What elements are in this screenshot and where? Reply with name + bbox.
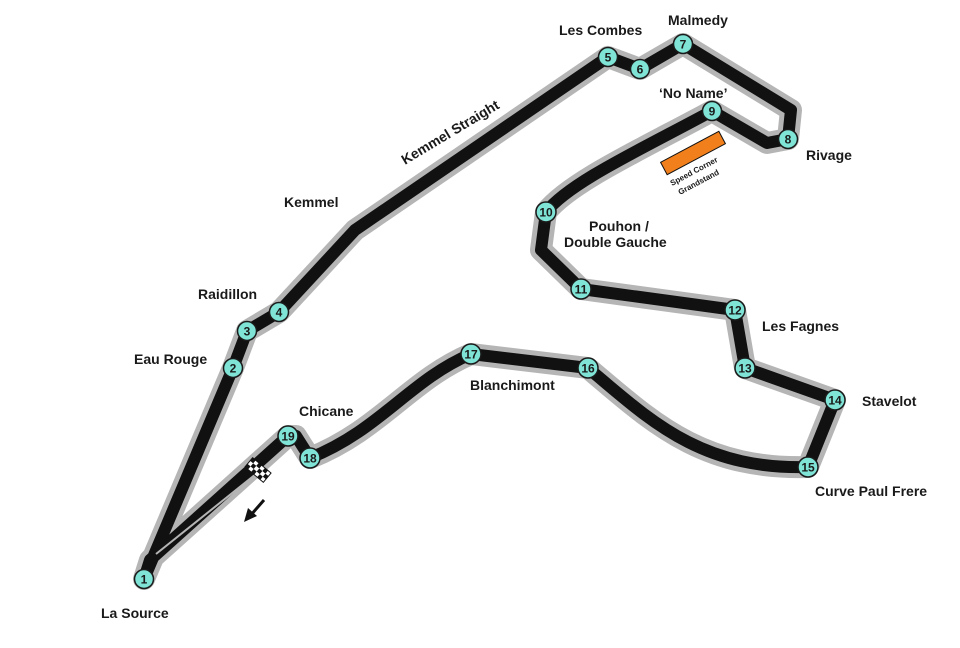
turn-marker: 4 (268, 301, 290, 323)
turn-number: 13 (738, 362, 752, 376)
turn-marker: 8 (777, 128, 799, 150)
turn-marker: 2 (222, 357, 244, 379)
label-malmedy: Malmedy (668, 12, 728, 28)
label-les-combes: Les Combes (559, 22, 642, 38)
turn-number: 3 (244, 325, 251, 339)
label-raidillon: Raidillon (198, 286, 257, 302)
turn-number: 15 (801, 461, 815, 475)
turn-marker: 5 (597, 46, 619, 68)
turn-marker: 11 (570, 278, 592, 300)
turn-marker: 19 (277, 425, 299, 447)
label-rivage: Rivage (806, 147, 852, 163)
turn-marker: 18 (299, 447, 321, 469)
label-pouhon-line2: Double Gauche (564, 234, 667, 250)
turn-marker: 13 (734, 357, 756, 379)
turn-marker: 10 (535, 201, 557, 223)
label-kemmel: Kemmel (284, 194, 338, 210)
turn-marker: 17 (460, 343, 482, 365)
turn-marker: 9 (701, 100, 723, 122)
direction-arrow-icon (244, 499, 266, 522)
label-les-fagnes: Les Fagnes (762, 318, 839, 334)
label-curve-paul-frere: Curve Paul Frere (815, 483, 927, 499)
turn-marker: 3 (236, 320, 258, 342)
turn-number: 9 (709, 105, 716, 119)
turn-number: 4 (276, 306, 283, 320)
turn-number: 6 (637, 63, 644, 77)
turn-marker: 14 (824, 389, 846, 411)
checkered-flag-icon (244, 456, 272, 484)
label-blanchimont: Blanchimont (470, 377, 555, 393)
label-stavelot: Stavelot (862, 393, 917, 409)
turn-number: 2 (230, 362, 237, 376)
turn-number: 17 (464, 348, 478, 362)
turn-number: 10 (539, 206, 553, 220)
turn-marker: 16 (577, 357, 599, 379)
pit-lane (155, 465, 267, 555)
turn-marker: 6 (629, 58, 651, 80)
turn-number: 16 (581, 362, 595, 376)
turn-number: 12 (728, 304, 742, 318)
label-la-source: La Source (101, 605, 169, 621)
label-eau-rouge: Eau Rouge (134, 351, 207, 367)
turn-number: 14 (828, 394, 842, 408)
turn-marker: 12 (724, 299, 746, 321)
turn-number: 18 (303, 452, 317, 466)
turn-number: 5 (605, 51, 612, 65)
turn-number: 1 (141, 573, 148, 587)
turn-number: 19 (281, 430, 295, 444)
turn-marker: 15 (797, 456, 819, 478)
label-chicane: Chicane (299, 403, 354, 419)
label-no-name: ‘No Name’ (659, 85, 727, 101)
label-pouhon-line1: Pouhon / (589, 218, 649, 234)
turn-number: 7 (680, 38, 687, 52)
turn-number: 8 (785, 133, 792, 147)
turn-number: 11 (575, 283, 588, 297)
turn-marker: 7 (672, 33, 694, 55)
turn-marker: 1 (133, 568, 155, 590)
